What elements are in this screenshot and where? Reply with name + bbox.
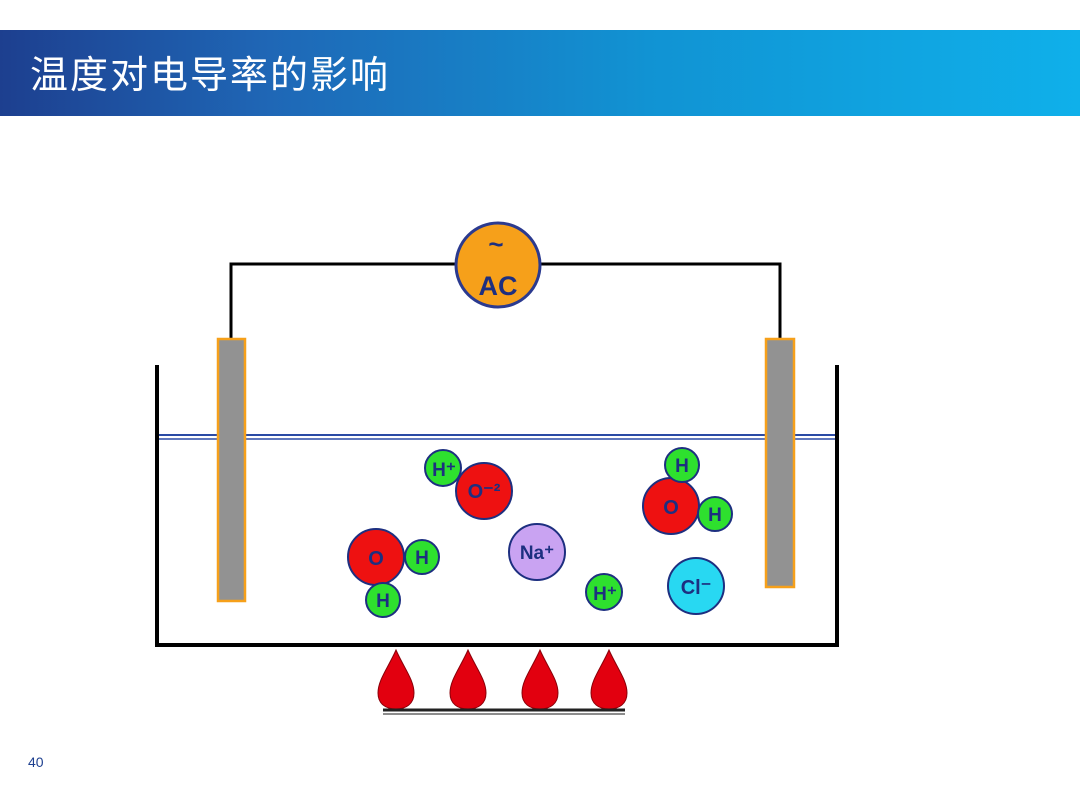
page-number: 40 — [28, 754, 44, 770]
water-molecule-right: O H H — [642, 447, 733, 535]
water-molecule-left: O H H — [347, 528, 440, 618]
water-left-hydrogen-right-label: H — [415, 548, 429, 569]
hydrogen-ion-top: H⁺ — [424, 449, 462, 487]
water-right-hydrogen-top-label: H — [675, 456, 689, 477]
chloride-ion-label: Cl⁻ — [681, 577, 712, 599]
flame-icon — [521, 648, 559, 710]
water-right-oxygen-label: O — [663, 497, 679, 519]
hydrogen-ion-top-label: H⁺ — [432, 460, 456, 481]
ac-label: AC — [479, 271, 518, 301]
ac-symbol: ~ — [488, 229, 503, 259]
sodium-ion: Na⁺ — [508, 523, 566, 581]
slide-title: 温度对电导率的影响 — [30, 53, 391, 97]
sodium-ion-label: Na⁺ — [520, 543, 554, 564]
oxide-ion: O⁻² — [455, 462, 513, 520]
flame-icon — [590, 648, 628, 710]
left-electrode — [216, 337, 247, 603]
title-bar: 温度对电导率的影响 — [0, 30, 1080, 116]
hydrogen-ion-bottom: H⁺ — [585, 573, 623, 611]
right-electrode — [764, 337, 796, 589]
water-left-oxygen-label: O — [368, 548, 384, 570]
hydrogen-ion-bottom-label: H⁺ — [593, 584, 617, 605]
oxide-ion-label: O⁻² — [468, 481, 501, 503]
water-right-hydrogen-bottom-label: H — [708, 505, 722, 526]
chloride-ion: Cl⁻ — [667, 557, 725, 615]
flame-icon — [377, 648, 415, 710]
circuit-wire-right — [540, 262, 782, 340]
ac-power-source: ~ AC — [454, 221, 542, 309]
water-left-hydrogen-bottom-label: H — [376, 591, 390, 612]
beaker — [155, 365, 839, 647]
circuit-wire — [229, 262, 458, 340]
flame-icon — [449, 648, 487, 710]
